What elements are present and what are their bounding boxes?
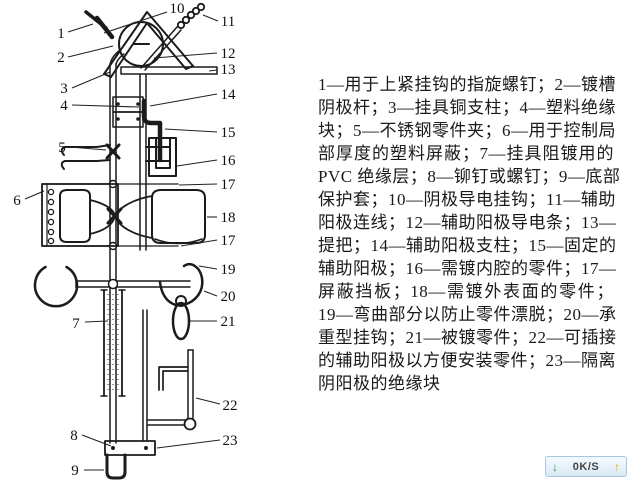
bottom-insulation-block: [104, 440, 156, 456]
pluggable-anode: [142, 309, 197, 442]
part-number-label: 18: [221, 210, 236, 226]
network-speed-value: 0K/S: [572, 460, 600, 473]
caption-line: 屏蔽挡板；18—需镀外表面的零件；: [318, 282, 614, 301]
part-number-label: 23: [223, 433, 238, 449]
left-c-hook: [33, 265, 79, 308]
caption-line: 1—用于上紧挂钩的指旋螺钉；2—镀槽: [318, 75, 616, 94]
leader-line: [164, 128, 218, 133]
leader-line: [81, 434, 112, 447]
part-number-label: 19: [221, 262, 236, 278]
leader-line: [71, 104, 140, 108]
pvc-coating: [100, 289, 126, 397]
caption-line: 辅助阳极；16—需镀内腔的零件；17—: [318, 259, 617, 278]
part-number-label: 5: [58, 140, 66, 156]
part-number-label: 17: [221, 177, 237, 193]
leader-line: [180, 239, 218, 247]
caption-line: 阴阳极的绝缘块: [318, 374, 441, 393]
part-number-label: 11: [221, 14, 235, 30]
cylinder-part-left: [59, 189, 115, 243]
load-hook: [158, 262, 204, 307]
plated-part-oval: [171, 301, 191, 341]
caption-line: PVC 绝缘层；8—铆钉或螺钉；9—底部: [318, 167, 621, 186]
part-number-label: 16: [221, 153, 237, 169]
part-number-label: 2: [57, 50, 65, 66]
leader-line: [176, 159, 218, 167]
upload-arrow-icon: ↑: [614, 459, 620, 474]
cylinder-part-right: [106, 189, 206, 245]
part-number-label: 21: [221, 314, 236, 330]
part-number-label: 20: [221, 289, 236, 305]
insulation-blocks: [112, 96, 144, 128]
caption-line: 块；5—不锈钢零件夹；6—用于控制局: [318, 121, 616, 140]
caption-line: 阴极杆；3—挂具铜支柱；4—塑料绝缘: [318, 98, 616, 117]
caption-line: 保护套；10—阴极导电挂钩；11—辅助: [318, 190, 616, 209]
caption-line: 重型挂钩；21—被镀零件；22—可插接: [318, 328, 617, 347]
leader-line: [198, 265, 218, 270]
leader-line: [202, 14, 219, 22]
leader-line: [156, 439, 221, 449]
leader-line: [103, 11, 168, 34]
leader-line: [67, 45, 114, 58]
leader-line: [208, 69, 218, 72]
part-number-label: 7: [72, 316, 80, 332]
bottom-sleeve: [105, 453, 127, 480]
leader-line: [69, 146, 107, 151]
leader-line: [149, 93, 218, 107]
part-number-label: 12: [221, 46, 236, 62]
caption-line: 提把；14—辅助阳极支柱；15—固定的: [318, 236, 617, 255]
leader-line: [203, 290, 218, 297]
part-number-label: 10: [170, 1, 185, 17]
anode-wire-beads: [140, 2, 206, 71]
part-number-label: 6: [13, 193, 21, 209]
part-number-label: 3: [60, 81, 68, 97]
caption-line: 阳极连线；12—辅助阳极导电条；13—: [318, 213, 617, 232]
part-number-label: 14: [221, 87, 237, 103]
caption-line: 部厚度的塑料屏蔽；7—挂具阻镀用的: [318, 144, 614, 163]
part-number-label: 9: [71, 463, 79, 479]
part-number-label: 17: [221, 233, 237, 249]
thumb-screw: [84, 10, 115, 40]
leader-line: [153, 52, 218, 59]
leader-line: [84, 320, 109, 323]
hook-crossbar: [75, 278, 191, 290]
leader-line: [195, 397, 221, 405]
caption-line: 的辅助阳极以方便安装零件；23—隔离: [318, 351, 616, 370]
part-number-label: 1: [57, 26, 65, 42]
part-number-label: 8: [70, 428, 78, 444]
figure-caption: 1—用于上紧挂钩的指旋螺钉；2—镀槽阴极杆；3—挂具铜支柱；4—塑料绝缘块；5—…: [318, 73, 621, 395]
leader-line: [178, 183, 218, 186]
network-speed-widget[interactable]: ↓ 0K/S ↑: [545, 456, 627, 477]
part-number-label: 4: [60, 98, 68, 114]
perforated-shield-panel: [41, 183, 119, 247]
fixed-anode-and-cup-part: [141, 98, 177, 177]
part-loop: [175, 295, 187, 307]
part-number-label: 13: [221, 62, 236, 78]
caption-line: 19—弯曲部分以防止零件漂脱；20—承: [318, 305, 617, 324]
leader-line: [71, 71, 111, 89]
download-arrow-icon: ↓: [552, 459, 558, 474]
part-number-label: 22: [223, 398, 238, 414]
leader-line: [24, 190, 45, 200]
handle-bar: [120, 66, 218, 75]
part-number-label: 15: [221, 125, 236, 141]
leader-line: [67, 23, 94, 33]
